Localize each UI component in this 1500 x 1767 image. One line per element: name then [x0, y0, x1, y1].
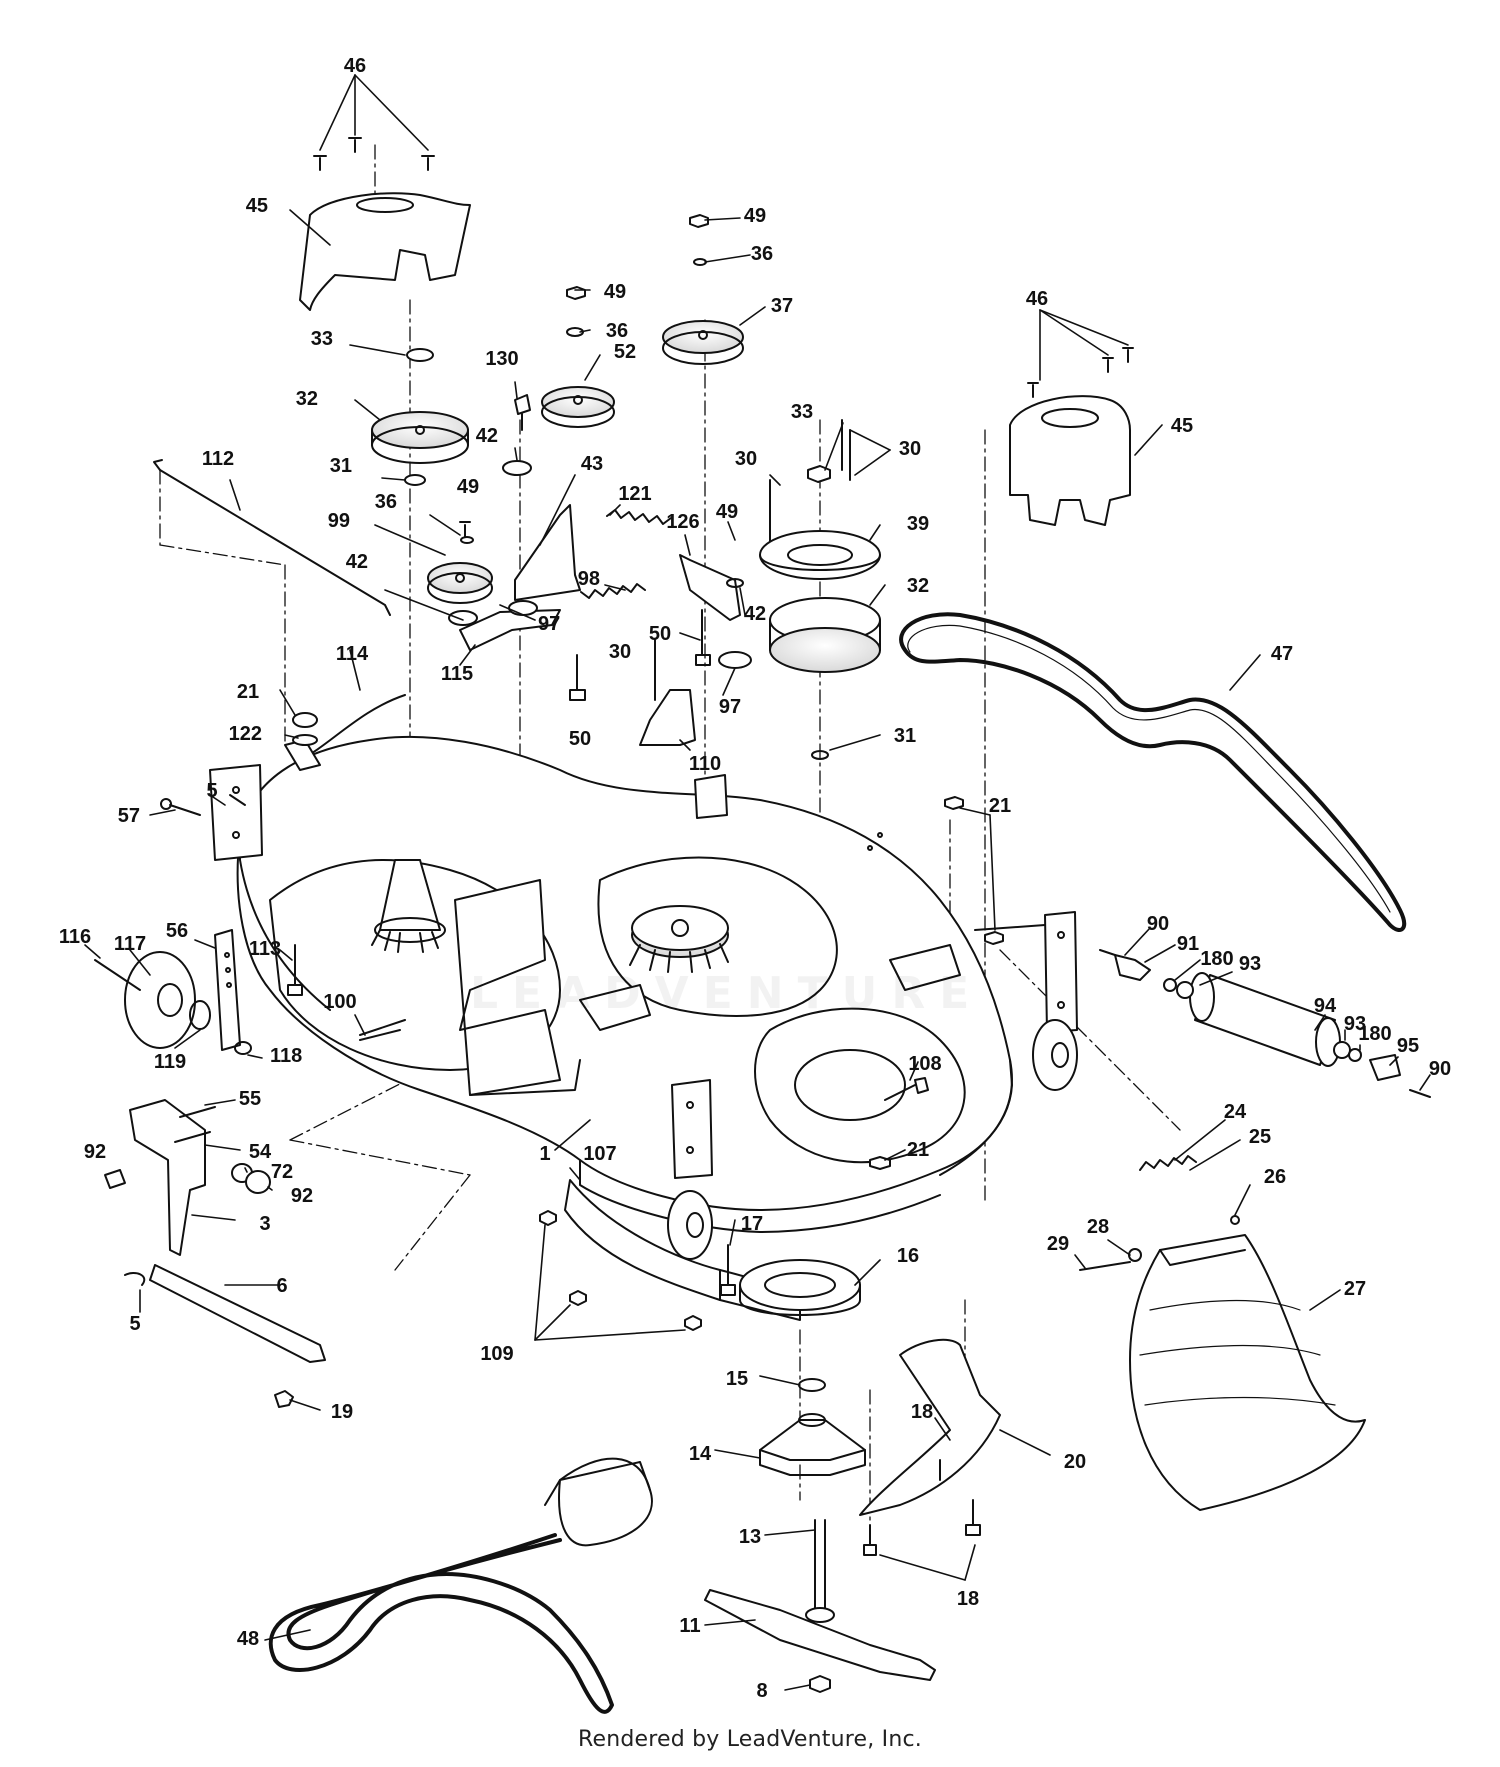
callout-90: 90	[1147, 913, 1169, 935]
callout-118: 118	[270, 1045, 302, 1067]
callout-47: 47	[1271, 643, 1293, 665]
callout-26: 26	[1264, 1166, 1286, 1188]
callout-30: 30	[899, 438, 921, 460]
callout-31: 31	[330, 455, 352, 477]
callout-33: 33	[791, 401, 813, 423]
callout-180: 180	[1358, 1023, 1391, 1045]
callout-46: 46	[1026, 288, 1048, 310]
callout-42: 42	[476, 425, 498, 447]
callout-93: 93	[1344, 1013, 1366, 1035]
callout-116: 116	[59, 926, 91, 948]
callout-20: 20	[1064, 1451, 1086, 1473]
callout-36: 36	[751, 243, 773, 265]
callout-130: 130	[485, 348, 518, 370]
leadventure-watermark: LEADVENTURE	[470, 968, 984, 1019]
callout-5: 5	[129, 1313, 140, 1335]
callout-6: 6	[276, 1275, 287, 1297]
callout-18: 18	[957, 1588, 979, 1610]
callout-94: 94	[1314, 995, 1337, 1017]
callout-17: 17	[741, 1213, 763, 1235]
callout-30: 30	[609, 641, 631, 663]
callout-36: 36	[375, 491, 397, 513]
callout-114: 114	[336, 643, 369, 665]
callout-92: 92	[291, 1185, 313, 1207]
callout-98: 98	[578, 568, 600, 590]
callout-21: 21	[989, 795, 1011, 817]
callout-49: 49	[457, 476, 479, 498]
callout-50: 50	[649, 623, 671, 645]
callout-32: 32	[907, 575, 929, 597]
callout-108: 108	[908, 1053, 941, 1075]
callout-119: 119	[154, 1051, 186, 1073]
callout-5: 5	[206, 780, 217, 802]
rendered-by-credit: Rendered by LeadVenture, Inc.	[578, 1727, 922, 1752]
callout-99: 99	[328, 510, 350, 532]
callout-113: 113	[249, 938, 281, 960]
callout-107: 107	[583, 1143, 616, 1165]
callout-97: 97	[538, 613, 560, 635]
callout-32: 32	[296, 388, 318, 410]
callout-14: 14	[689, 1443, 712, 1465]
callout-49: 49	[716, 501, 738, 523]
mower-deck-housing	[209, 735, 1078, 1260]
callout-57: 57	[118, 805, 140, 827]
callout-109: 109	[480, 1343, 513, 1365]
callout-122: 122	[229, 723, 262, 745]
callout-97: 97	[719, 696, 741, 718]
callout-121: 121	[618, 483, 651, 505]
callout-56: 56	[166, 920, 188, 942]
callout-91: 91	[1177, 933, 1199, 955]
callout-30: 30	[735, 448, 757, 470]
callout-55: 55	[239, 1088, 261, 1110]
callout-100: 100	[323, 991, 356, 1013]
callout-36: 36	[606, 320, 628, 342]
callout-11: 11	[679, 1615, 700, 1637]
callout-49: 49	[744, 205, 766, 227]
callout-8: 8	[756, 1680, 767, 1702]
callout-28: 28	[1087, 1216, 1109, 1238]
callout-43: 43	[581, 453, 603, 475]
callout-39: 39	[907, 513, 929, 535]
callout-1: 1	[539, 1143, 550, 1165]
callout-112: 112	[202, 448, 234, 470]
callout-180: 180	[1200, 948, 1233, 970]
callout-90: 90	[1429, 1058, 1451, 1080]
callout-29: 29	[1047, 1233, 1069, 1255]
callout-48: 48	[237, 1628, 259, 1650]
callout-115: 115	[441, 663, 473, 685]
callout-37: 37	[771, 295, 793, 317]
callout-21: 21	[237, 681, 259, 703]
callout-95: 95	[1397, 1035, 1419, 1057]
callout-19: 19	[331, 1401, 353, 1423]
callout-3: 3	[259, 1213, 270, 1235]
callout-72: 72	[271, 1161, 293, 1183]
callout-54: 54	[249, 1141, 272, 1163]
callout-126: 126	[666, 511, 699, 533]
callout-27: 27	[1344, 1278, 1366, 1300]
callout-45: 45	[246, 195, 268, 217]
callout-16: 16	[897, 1245, 919, 1267]
callout-45: 45	[1171, 415, 1193, 437]
callout-25: 25	[1249, 1126, 1271, 1148]
callout-33: 33	[311, 328, 333, 350]
callout-52: 52	[614, 341, 636, 363]
callout-42: 42	[744, 603, 766, 625]
callout-18: 18	[911, 1401, 933, 1423]
callout-24: 24	[1224, 1101, 1247, 1123]
callout-92: 92	[84, 1141, 106, 1163]
callout-21: 21	[907, 1139, 929, 1161]
callout-49: 49	[604, 281, 626, 303]
callout-110: 110	[689, 753, 721, 775]
callout-31: 31	[894, 725, 916, 747]
callout-13: 13	[739, 1526, 761, 1548]
callout-42: 42	[346, 551, 368, 573]
callout-117: 117	[114, 933, 146, 955]
callout-93: 93	[1239, 953, 1261, 975]
callout-15: 15	[726, 1368, 748, 1390]
callout-46: 46	[344, 55, 366, 77]
callout-50: 50	[569, 728, 591, 750]
